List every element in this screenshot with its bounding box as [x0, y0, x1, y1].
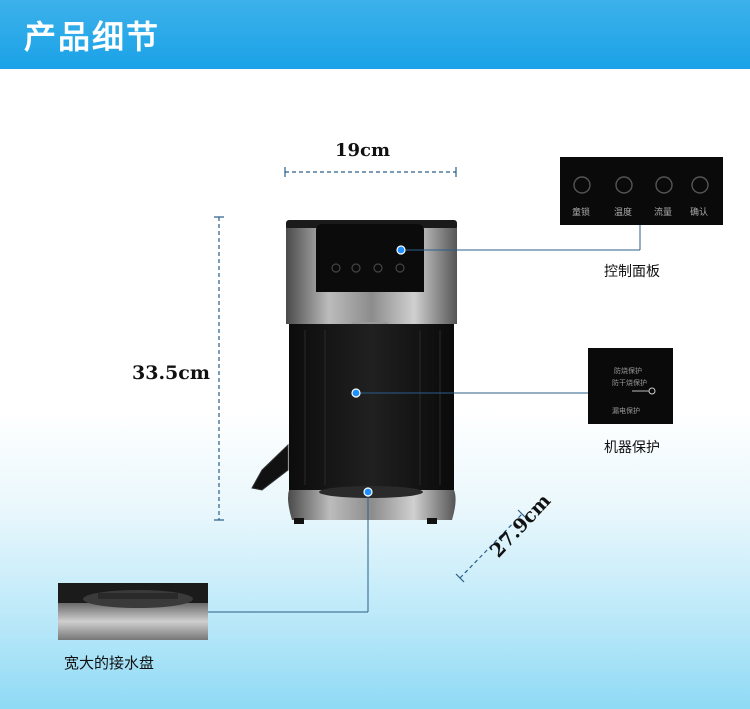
control-panel-closeup: 童锁 温度 流量 确认 [560, 157, 723, 225]
drip-tray-caption: 宽大的接水盘 [64, 654, 155, 672]
protection-caption: 机器保护 [604, 440, 660, 456]
page-title: 产品细节 [24, 18, 161, 56]
drip-tray [288, 490, 456, 520]
panel-label-temperature: 温度 [614, 208, 633, 218]
side-handle [251, 443, 289, 491]
panel-label-lock: 童锁 [572, 208, 591, 218]
protect-text-3: 漏电保护 [612, 407, 640, 415]
protection-closeup: 防烧保护 防干烧保护 漏电保护 [588, 348, 673, 424]
protect-text-1: 防烧保护 [614, 367, 642, 375]
protect-text-2: 防干烧保护 [612, 379, 647, 387]
panel-button-icons [331, 263, 405, 273]
header-bar: 产品细节 [0, 0, 750, 69]
panel-icons [573, 176, 709, 194]
dot-tray [363, 487, 373, 497]
drip-tray-closeup [58, 583, 208, 640]
width-label: 19cm [335, 140, 391, 161]
water-tank-body [289, 324, 454, 490]
dot-control-panel [396, 245, 406, 255]
panel-label-confirm: 确认 [690, 208, 709, 218]
panel-label-flow: 流量 [654, 208, 673, 218]
depth-dimension-line [459, 513, 523, 579]
protection-indicator-icon [632, 387, 656, 395]
tray-drawing [58, 590, 208, 640]
height-label: 33.5cm [132, 362, 210, 384]
control-panel-caption: 控制面板 [604, 264, 660, 280]
dot-protection [351, 388, 361, 398]
